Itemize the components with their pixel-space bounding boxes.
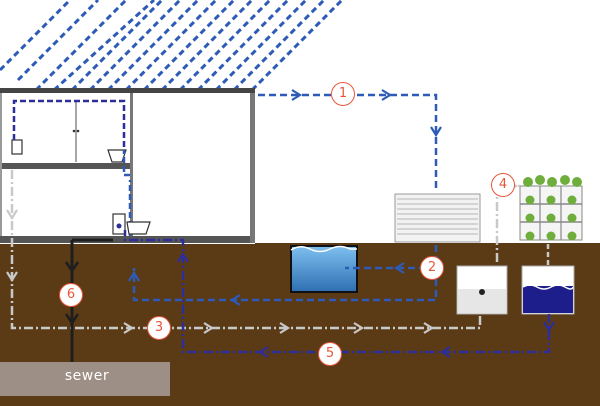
- rain-lines: [0, 0, 344, 92]
- flow-marker-6: 6: [59, 283, 83, 307]
- upper-floor-slab: [0, 163, 132, 169]
- greywater-pipe: [10, 170, 482, 330]
- rain-arrow-3: [430, 126, 442, 138]
- yard-ground: [255, 243, 600, 246]
- arrow-5d: [177, 251, 189, 263]
- flow-marker-2: 2: [420, 256, 444, 280]
- right-wall: [250, 93, 255, 243]
- grey-arrow-7: [423, 322, 435, 334]
- arrow-5c: [257, 346, 269, 358]
- upper-sink: [107, 149, 127, 163]
- shower-head: [72, 129, 76, 133]
- house: [0, 88, 255, 243]
- ground-toilet-valve: [116, 223, 122, 229]
- grey-arrow-3: [123, 322, 135, 334]
- flow-marker-3: 3: [147, 316, 171, 340]
- supply-pipe-2-return: [132, 268, 438, 302]
- divider-wall: [130, 93, 133, 236]
- arrow-2a: [393, 262, 405, 274]
- flow-marker-5: 5: [318, 342, 342, 366]
- sewer-label: sewer: [64, 368, 110, 384]
- arrow-2c: [128, 270, 140, 282]
- recycled-return-pipe: [123, 230, 551, 354]
- rainwater-collection-pipe: [258, 93, 438, 192]
- treated-water-tank: [521, 265, 575, 315]
- upper-supply-pipe: [12, 99, 126, 150]
- flow-marker-4: 4: [491, 173, 515, 197]
- grey-arrow-5: [279, 322, 291, 334]
- flow-marker-1: 1: [331, 82, 355, 106]
- shower-head-2: [76, 129, 80, 133]
- black-arrow-1: [64, 261, 80, 274]
- filter-unit: [394, 193, 481, 243]
- sewer-block: [0, 362, 170, 396]
- grey-arrow-2: [6, 271, 18, 283]
- grey-arrow-4: [203, 322, 215, 334]
- rain-arrow-2: [381, 89, 393, 101]
- arrow-5b: [439, 346, 451, 358]
- left-wall: [0, 93, 2, 236]
- arrow-2b: [229, 294, 241, 306]
- arrow-5a: [543, 321, 555, 333]
- upper-toilet: [11, 139, 23, 155]
- black-arrow-2: [64, 313, 80, 326]
- greywater-tank: [456, 265, 508, 315]
- grey-arrow-1: [6, 209, 18, 221]
- grey-arrow-6: [353, 322, 365, 334]
- rain-arrow-1: [291, 89, 303, 101]
- plant-wall: [519, 175, 583, 241]
- ground-floor-slab: [0, 236, 255, 243]
- roof-slab: [0, 88, 255, 93]
- upper-bathroom-fixtures: [11, 139, 127, 163]
